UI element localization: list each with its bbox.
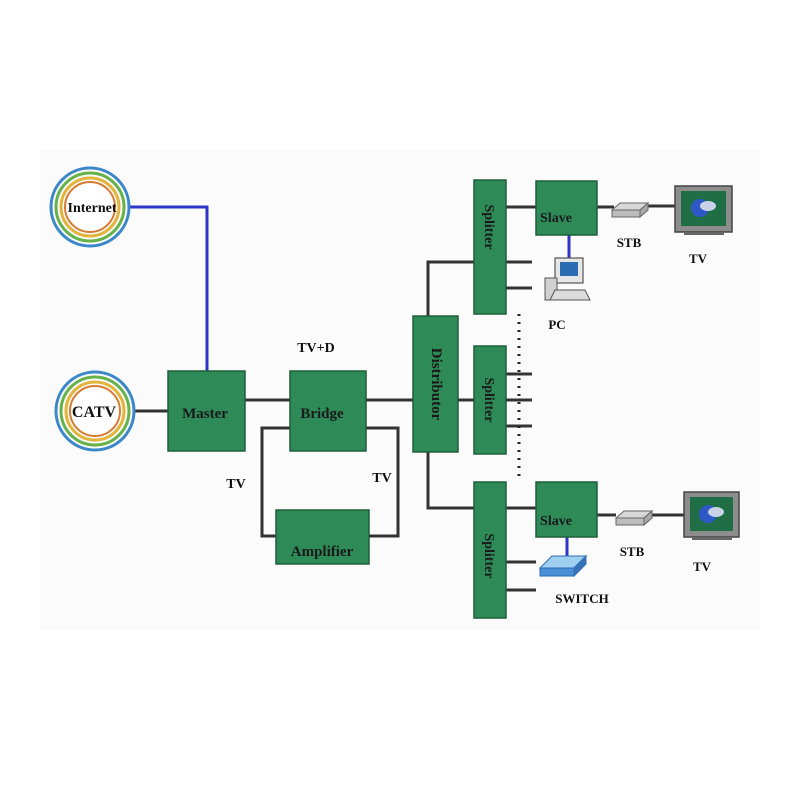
stb-bottom-icon: [614, 509, 654, 527]
pc-label: PC: [548, 317, 565, 332]
distributor-box: [412, 315, 459, 453]
distributor-splitter-top-link: [426, 260, 474, 316]
bridge-label: Bridge: [300, 406, 344, 422]
switch-label: SWITCH: [555, 591, 608, 606]
splitter-mid-label: Splitter: [481, 377, 496, 422]
pc-icon: [544, 257, 591, 301]
slave-bottom-label: Slave: [540, 514, 572, 529]
catv-label: CATV: [72, 404, 117, 421]
master-box: [167, 370, 246, 452]
distributor-splitter-bottom-link: [426, 452, 474, 510]
stb-top-label: STB: [617, 235, 642, 250]
slave-top-label: Slave: [540, 211, 572, 226]
tv-bottom-label: TV: [693, 559, 712, 574]
stb-bottom-label: STB: [620, 544, 645, 559]
bridge-amplifier-right-link: [366, 426, 400, 538]
internet-master-link: [128, 205, 209, 371]
splitter-mid-box: [473, 345, 507, 455]
amplifier-label: Amplifier: [291, 544, 354, 560]
internet-label: Internet: [68, 201, 117, 216]
splitter-bottom-box: [473, 481, 507, 619]
distributor-label: Distributor: [428, 348, 444, 421]
slave-bottom-box: [535, 481, 598, 538]
slave-top-box: [535, 180, 598, 236]
stb-top-icon: [610, 201, 650, 219]
tv-d-label: TV+D: [297, 341, 335, 356]
tv-right-label: TV: [372, 471, 391, 486]
bridge-amplifier-left-link: [260, 426, 290, 538]
master-label: Master: [182, 406, 228, 422]
amplifier-box: [275, 509, 370, 565]
bridge-box: [289, 370, 367, 452]
tv-top-icon: [674, 185, 733, 235]
splitter-top-box: [473, 179, 507, 315]
splitter-bottom-label: Splitter: [481, 533, 496, 578]
tv-top-label: TV: [689, 251, 708, 266]
tv-left-label: TV: [226, 477, 245, 492]
switch-icon: [538, 554, 588, 578]
catv-ring-icon: [54, 370, 136, 452]
diagram-background: [40, 150, 760, 630]
internet-ring-icon: [49, 166, 131, 248]
tv-bottom-icon: [683, 491, 740, 540]
splitter-top-label: Splitter: [481, 204, 496, 249]
